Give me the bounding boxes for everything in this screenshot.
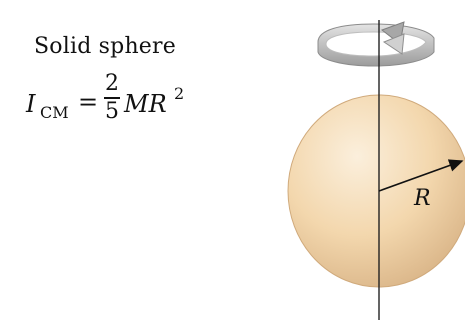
rotation-arrow-icon <box>317 21 435 67</box>
fraction-numerator: 2 <box>105 71 119 96</box>
diagram-title: Solid sphere <box>34 34 176 59</box>
equals-sign: = <box>78 88 99 116</box>
fraction: 2 5 <box>104 72 120 124</box>
inertia-subscript: CM <box>40 103 69 122</box>
radius-exponent: 2 <box>174 84 185 103</box>
fraction-bar <box>104 97 120 99</box>
mass-radius-term: MR <box>124 90 167 118</box>
solid-sphere <box>287 94 465 288</box>
fraction-denominator: 5 <box>105 98 119 124</box>
inertia-symbol: I <box>26 90 36 118</box>
radius-label: R <box>414 186 431 211</box>
radius-arrow-icon <box>378 159 464 192</box>
